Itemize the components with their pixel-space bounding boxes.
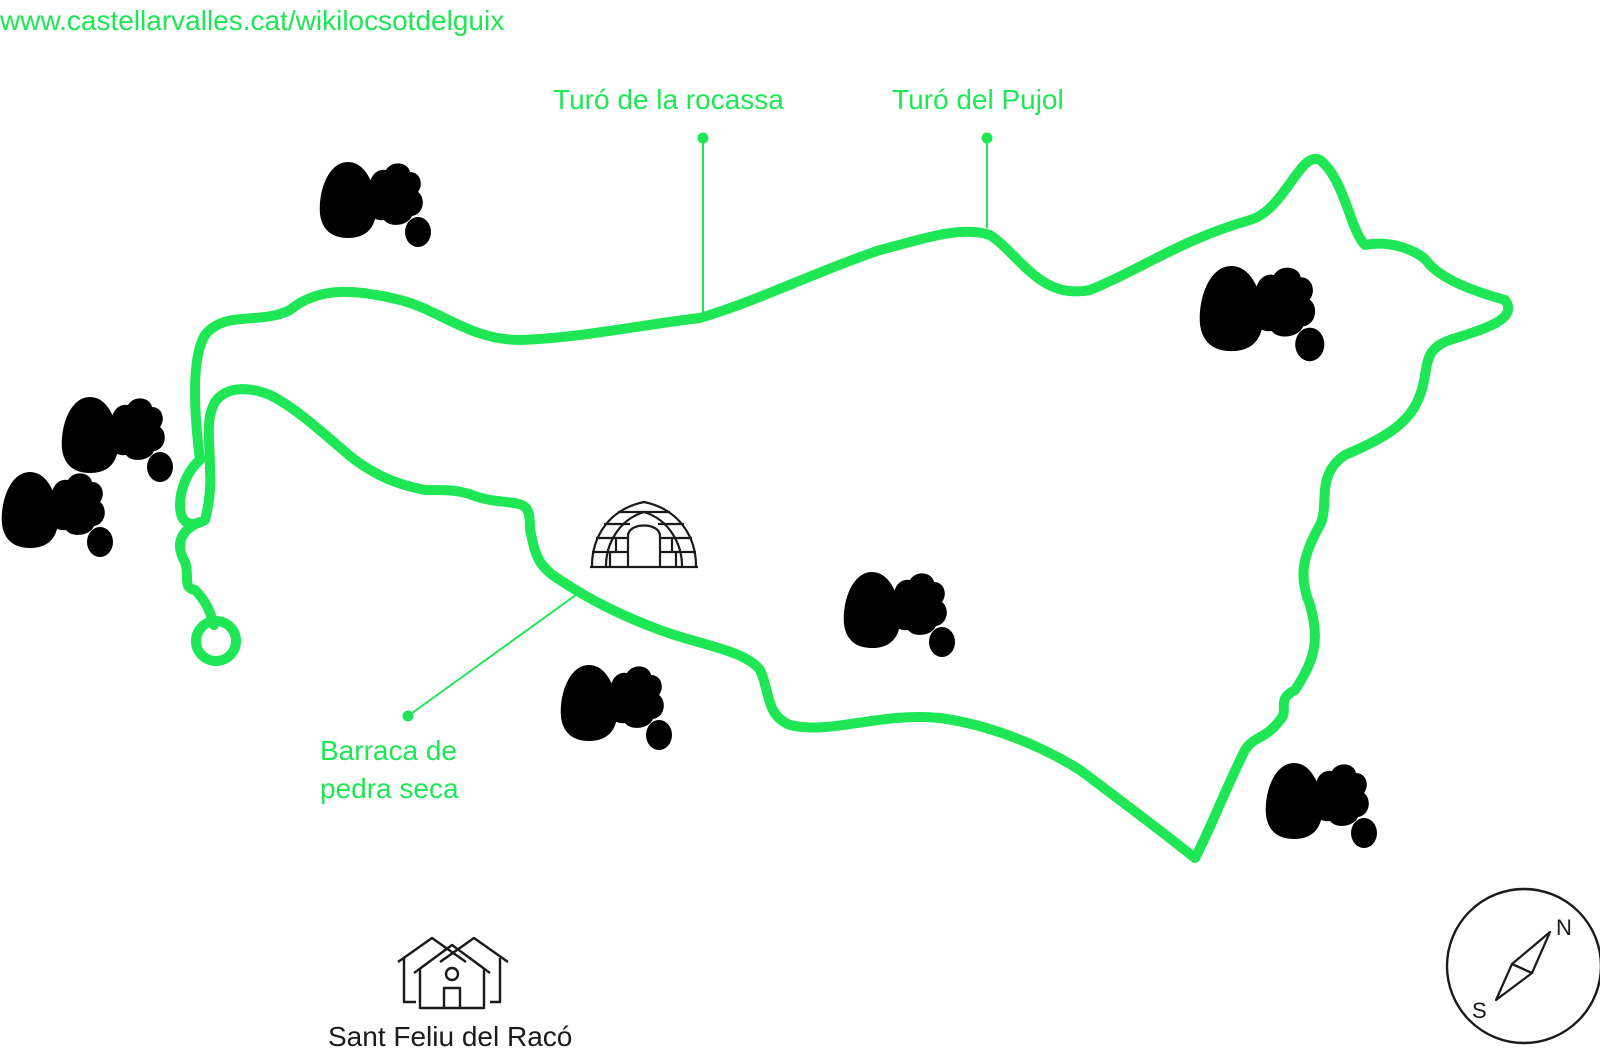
dry-stone-hut-icon [590, 500, 698, 569]
tree-group-icon [319, 162, 431, 266]
route-spur [175, 517, 219, 630]
tree-group-icon [1265, 763, 1377, 867]
compass-icon: N S [1445, 887, 1600, 1045]
route-start-icon [191, 616, 241, 666]
leader-lines [402, 132, 993, 722]
label-sant-feliu: Sant Feliu del Racó [328, 1021, 573, 1052]
label-barraca-line2: pedra seca [320, 773, 459, 804]
label-turo-pujol: Turó del Pujol [892, 84, 1064, 115]
label-barraca-line1: Barraca de [320, 735, 457, 766]
compass-south-label: S [1472, 998, 1487, 1023]
tree-group-icon [560, 665, 672, 769]
tree-group-icon [1, 472, 113, 576]
tree-group-icon [843, 572, 955, 676]
village-houses-icon [397, 936, 509, 1010]
tree-group-icon [1199, 266, 1325, 383]
label-barraca: Barraca de pedra seca [320, 732, 540, 808]
compass-north-label: N [1556, 915, 1572, 940]
route-path [175, 154, 1513, 863]
label-turo-rocassa: Turó de la rocassa [553, 84, 784, 115]
source-url[interactable]: www.castellarvalles.cat/wikilocsotdelgui… [0, 5, 505, 36]
